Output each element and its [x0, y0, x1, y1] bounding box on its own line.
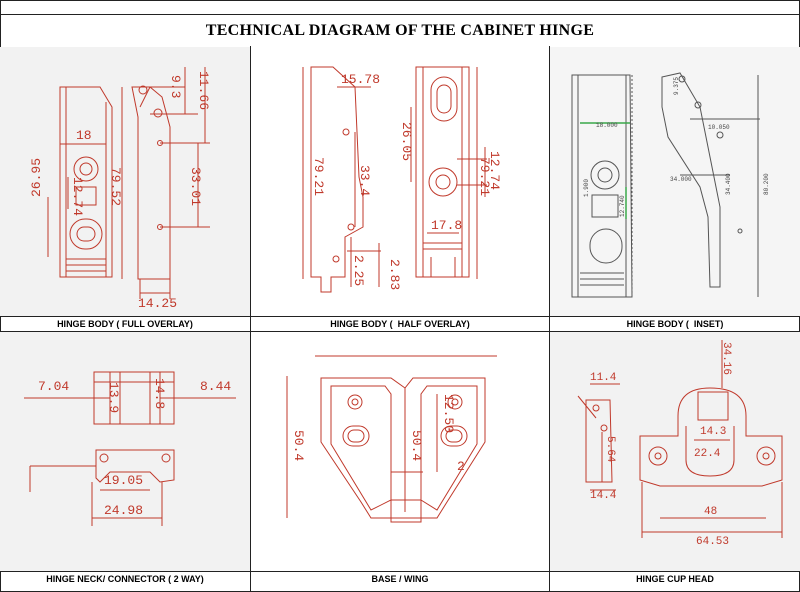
hinge-neck-drawing: 7.04 13.9 14.8 8.44 19.05 24.98: [24, 371, 236, 526]
cup-head-drawing: 11.4 34.16 14.3 5.64 22.4 14.4 48 64.53: [577, 340, 783, 548]
dim-label: 24.98: [104, 503, 143, 518]
half-body-front: [415, 66, 470, 278]
dim-label: 18.000: [596, 122, 618, 129]
panel-cup-head: 11.4 34.16 14.3 5.64 22.4 14.4 48 64.53: [550, 332, 800, 571]
grid-divider: [0, 316, 800, 317]
grid-divider: [0, 331, 800, 332]
hinge-body-front: [59, 86, 113, 278]
grid-divider: [0, 571, 800, 572]
grid-divider: [549, 46, 550, 592]
panel-half-overlay: 15.78 79.21 33.4 26.05 12.74 79.21 17.8 …: [251, 47, 549, 316]
dim-label: 34.400: [725, 173, 732, 195]
dim-label: 14.4: [590, 490, 617, 502]
half-body-side: [310, 66, 364, 293]
panel-base-wing: 50.4 50.4 12.50 2: [251, 332, 549, 571]
caption-hinge-neck: HINGE NECK/ CONNECTOR ( 2 WAY): [46, 574, 204, 584]
dim-label: 79.21: [477, 157, 492, 196]
dim-label: 7.04: [38, 379, 69, 394]
base-plate-outline: [320, 377, 486, 519]
dim-label: 12.74: [70, 177, 85, 216]
dim-label: 34.16: [720, 342, 732, 375]
panel-inset: 18.000 9.375 10.050 80.200 34.000 34.400…: [550, 47, 800, 316]
inset-body-front: [571, 74, 633, 298]
inset-drawing: 18.000 9.375 10.050 80.200 34.000 34.400…: [571, 72, 770, 298]
dim-label: 9.375: [673, 77, 680, 95]
dim-label: 14.3: [700, 426, 726, 438]
dim-label: 1.900: [583, 179, 590, 197]
dim-label: 33.01: [188, 167, 203, 206]
dim-label: 2.83: [387, 259, 402, 290]
caption-base-wing: BASE / WING: [371, 574, 429, 584]
dim-label: 2: [457, 459, 465, 474]
dim-label: 26.95: [29, 158, 44, 197]
dim-label: 50.4: [291, 430, 306, 461]
dim-label: 9.3: [168, 75, 183, 98]
dim-label: 17.8: [431, 218, 462, 233]
dim-label: 11.66: [196, 71, 211, 110]
dim-label: 79.21: [311, 157, 326, 196]
dim-label: 50.4: [409, 430, 424, 461]
dim-label: 22.4: [694, 448, 721, 460]
dim-label: 10.050: [708, 124, 730, 131]
half-overlay-drawing: 15.78 79.21 33.4 26.05 12.74 79.21 17.8 …: [302, 66, 502, 293]
hinge-body-side: [131, 86, 171, 280]
dim-label: 15.78: [341, 72, 380, 87]
neck-side-view: [95, 449, 175, 483]
dim-label: 26.05: [399, 122, 414, 161]
dim-label: 19.05: [104, 473, 143, 488]
inset-body-side: [661, 72, 721, 288]
caption-inset: HINGE BODY ( INSET): [626, 319, 724, 329]
full-overlay-drawing: 9.3 11.66 18 26.95 12.74 79.52 33.01 14.…: [29, 67, 211, 311]
dim-label: 80.200: [763, 173, 770, 195]
dim-label: 11.4: [590, 372, 617, 384]
caption-half-overlay: HINGE BODY ( HALF OVERLAY): [330, 319, 470, 329]
cup-side-view: [585, 399, 613, 483]
dim-label: 2.25: [351, 255, 366, 286]
dim-label: 5.64: [604, 436, 616, 463]
panel-hinge-neck: 7.04 13.9 14.8 8.44 19.05 24.98: [0, 332, 250, 571]
dim-label: 12.50: [441, 394, 456, 433]
dim-label: 64.53: [696, 536, 729, 548]
panel-full-overlay: 9.3 11.66 18 26.95 12.74 79.52 33.01 14.…: [0, 47, 250, 316]
dim-label: 79.52: [108, 167, 123, 206]
cup-front-view: [639, 387, 783, 487]
dim-label: 18: [76, 128, 92, 143]
dim-label: 34.000: [670, 176, 692, 183]
caption-full-overlay: HINGE BODY ( FULL OVERLAY): [57, 319, 193, 329]
dim-label: 14.8: [152, 378, 167, 409]
dim-label: 13.9: [106, 382, 121, 413]
base-wing-drawing: 50.4 50.4 12.50 2: [286, 355, 497, 523]
dim-label: 14.25: [138, 296, 177, 311]
dim-label: 8.44: [200, 379, 231, 394]
dim-label: 12.740: [619, 195, 626, 217]
page-title: TECHNICAL DIAGRAM OF THE CABINET HINGE: [0, 14, 800, 48]
dim-label: 48: [704, 506, 717, 518]
caption-cup-head: HINGE CUP HEAD: [636, 574, 714, 584]
dim-label: 12.74: [487, 151, 502, 190]
grid-divider: [250, 46, 251, 592]
dim-label: 33.4: [357, 165, 372, 196]
